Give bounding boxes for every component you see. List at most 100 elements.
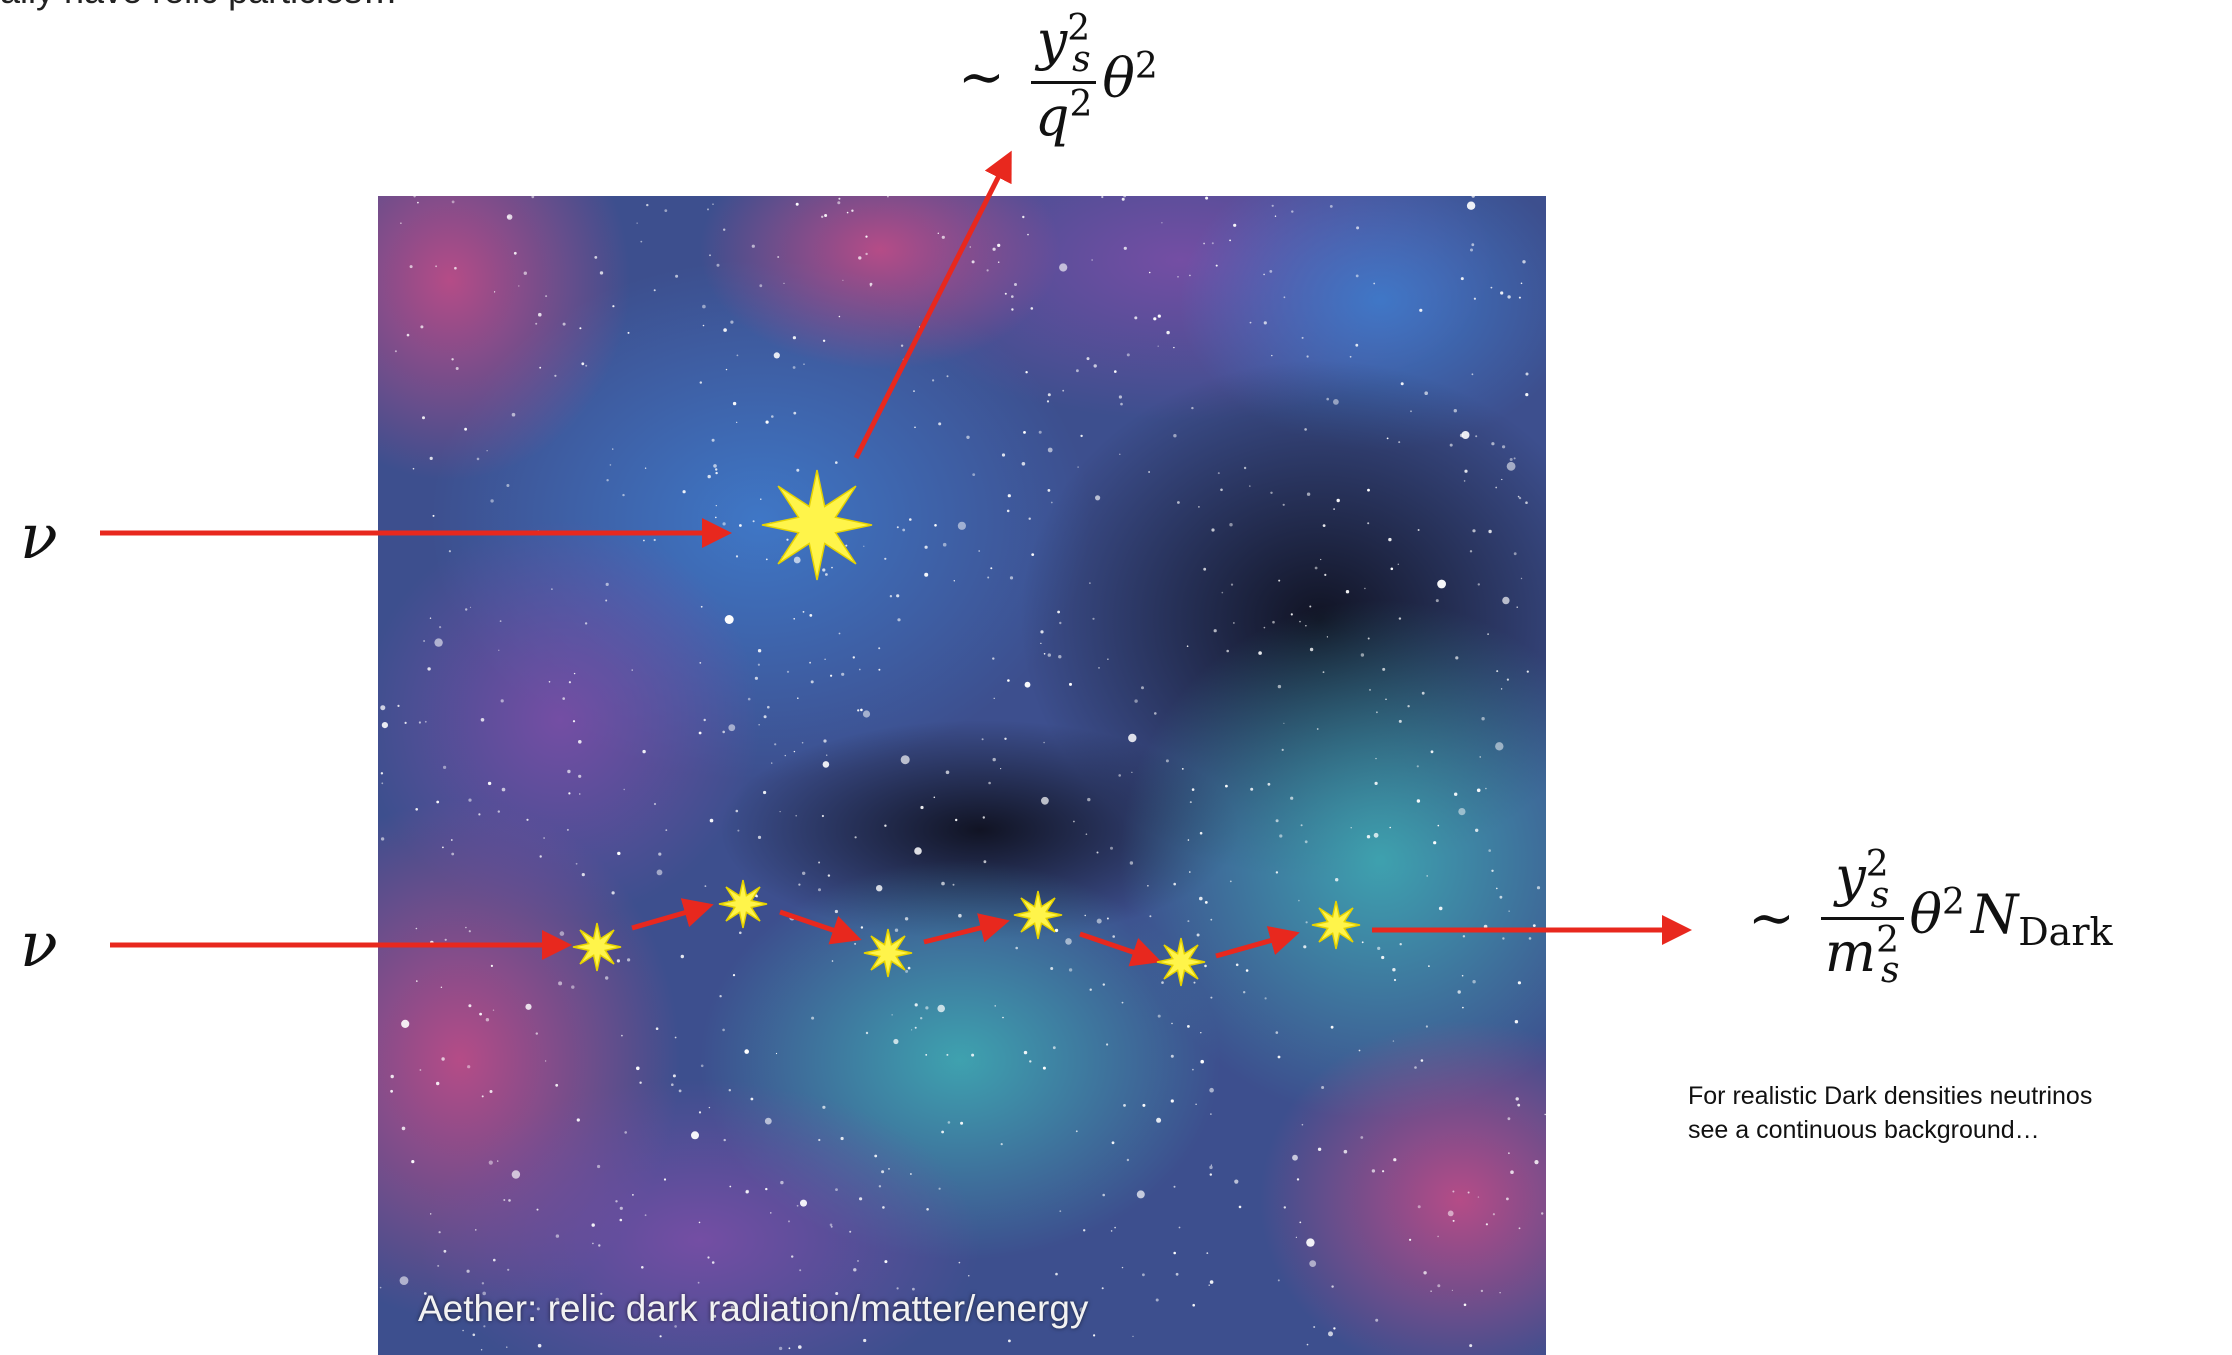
background-star bbox=[1269, 270, 1273, 273]
background-star bbox=[1114, 370, 1117, 373]
background-star bbox=[851, 209, 854, 212]
background-star bbox=[1299, 1221, 1302, 1224]
background-star bbox=[1377, 946, 1381, 951]
background-star bbox=[1508, 1152, 1510, 1155]
background-star bbox=[941, 1130, 944, 1134]
background-star bbox=[1304, 428, 1307, 431]
arrows-layer bbox=[100, 150, 1692, 967]
background-star bbox=[905, 969, 909, 973]
background-star bbox=[680, 954, 684, 959]
background-star bbox=[1204, 901, 1208, 904]
background-star bbox=[818, 1138, 821, 1142]
background-star bbox=[1423, 1271, 1427, 1275]
background-star bbox=[986, 269, 989, 272]
background-star bbox=[1514, 1020, 1519, 1024]
background-star bbox=[798, 883, 801, 886]
background-star bbox=[1055, 1272, 1058, 1276]
background-star bbox=[1419, 308, 1423, 312]
background-star bbox=[1513, 457, 1516, 460]
background-star bbox=[1485, 1223, 1488, 1226]
background-star bbox=[432, 514, 435, 517]
background-star bbox=[1057, 610, 1060, 614]
background-star bbox=[609, 464, 612, 466]
collective-interaction-star bbox=[572, 922, 622, 972]
background-star bbox=[429, 617, 432, 619]
background-star bbox=[576, 1118, 580, 1122]
background-star bbox=[1040, 642, 1042, 645]
background-star bbox=[624, 1131, 627, 1134]
background-star bbox=[1382, 1170, 1385, 1173]
background-star bbox=[707, 208, 709, 211]
background-star bbox=[1437, 824, 1440, 827]
background-star bbox=[1006, 509, 1010, 513]
background-star bbox=[1447, 1210, 1454, 1217]
background-star bbox=[380, 772, 384, 775]
background-star bbox=[1209, 1165, 1213, 1170]
background-star bbox=[894, 928, 899, 932]
background-star bbox=[1229, 523, 1233, 527]
background-star bbox=[381, 722, 388, 729]
background-star bbox=[831, 960, 834, 962]
background-star bbox=[424, 720, 427, 723]
background-star bbox=[691, 1131, 699, 1140]
nebula-background bbox=[378, 196, 1546, 1355]
background-star bbox=[1488, 849, 1491, 852]
background-star bbox=[1471, 373, 1474, 376]
background-star bbox=[786, 670, 790, 673]
background-star bbox=[674, 1036, 677, 1039]
background-star bbox=[578, 774, 582, 778]
background-star bbox=[675, 274, 679, 278]
background-star bbox=[506, 1346, 508, 1348]
background-star bbox=[664, 209, 668, 213]
background-star bbox=[468, 1004, 472, 1008]
background-star bbox=[655, 1027, 659, 1030]
background-star bbox=[1243, 466, 1247, 470]
background-star bbox=[1457, 990, 1461, 994]
background-star bbox=[555, 1083, 559, 1087]
background-star bbox=[1118, 774, 1121, 777]
background-star bbox=[1451, 1289, 1453, 1291]
background-star bbox=[507, 215, 510, 219]
background-star bbox=[1536, 886, 1541, 890]
fraction-denominator: q2 bbox=[1034, 83, 1093, 148]
background-star bbox=[443, 1249, 447, 1253]
background-star bbox=[1452, 1190, 1455, 1193]
background-star bbox=[1453, 409, 1458, 413]
background-star bbox=[1410, 410, 1412, 413]
background-star bbox=[1206, 1252, 1209, 1254]
background-star bbox=[438, 1231, 441, 1234]
background-star bbox=[830, 1225, 833, 1228]
background-star bbox=[1069, 682, 1072, 686]
background-star bbox=[716, 263, 720, 267]
background-star bbox=[1073, 820, 1075, 823]
background-star bbox=[1187, 839, 1190, 841]
background-star bbox=[707, 1256, 710, 1259]
background-star bbox=[1367, 488, 1370, 492]
background-star bbox=[439, 1318, 443, 1322]
background-star bbox=[737, 829, 740, 832]
background-star bbox=[1399, 943, 1402, 946]
background-star bbox=[1496, 887, 1498, 890]
background-star bbox=[1157, 314, 1161, 318]
background-star bbox=[492, 1009, 495, 1011]
background-star bbox=[585, 364, 588, 367]
background-star bbox=[1084, 914, 1086, 917]
neutrino-symbol-bottom: ν bbox=[20, 908, 58, 981]
background-star bbox=[900, 755, 910, 765]
background-star bbox=[1306, 1343, 1309, 1346]
background-star bbox=[1416, 765, 1419, 768]
background-star bbox=[1278, 579, 1281, 582]
background-star bbox=[865, 1031, 869, 1035]
background-star bbox=[802, 871, 806, 875]
background-star bbox=[451, 200, 455, 204]
background-star bbox=[778, 1346, 783, 1351]
background-star bbox=[713, 1314, 717, 1318]
background-star bbox=[1326, 397, 1329, 401]
background-star bbox=[1485, 787, 1487, 790]
background-star bbox=[1349, 355, 1352, 358]
background-star bbox=[499, 620, 502, 622]
background-star bbox=[1187, 1025, 1190, 1028]
background-star bbox=[735, 555, 739, 558]
background-star bbox=[526, 818, 529, 821]
background-star bbox=[725, 368, 728, 371]
